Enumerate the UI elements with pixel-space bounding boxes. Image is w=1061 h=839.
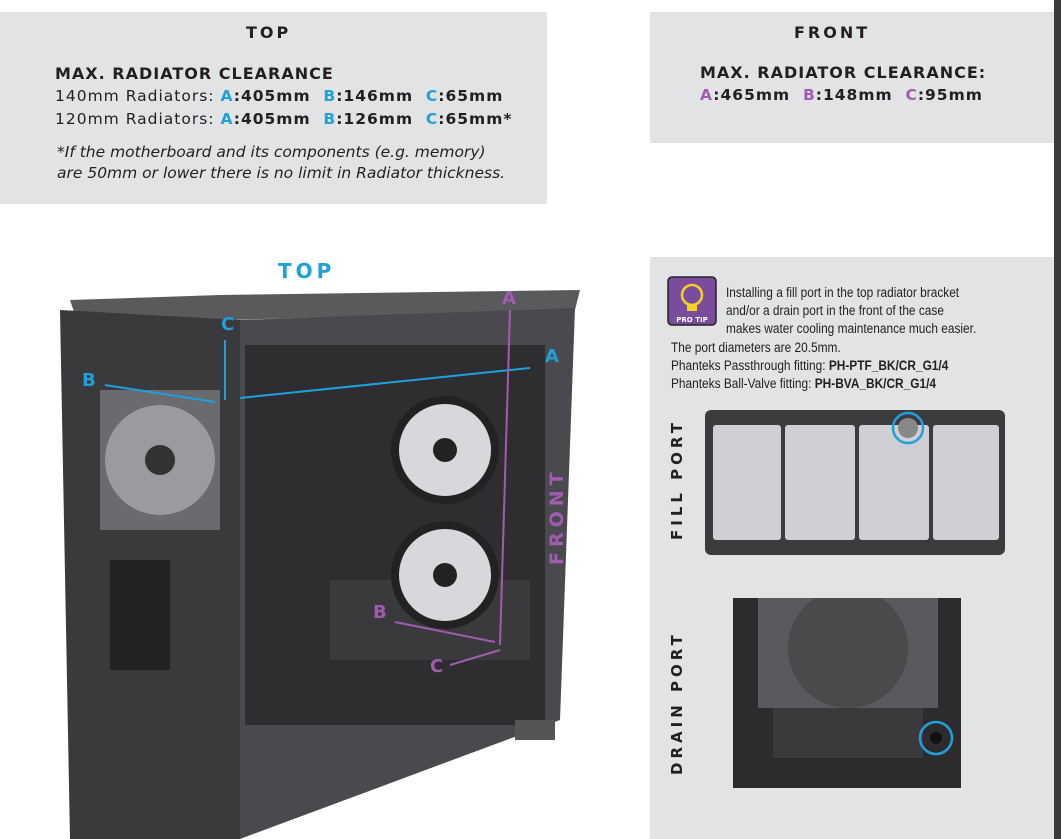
value-b: :148mm bbox=[815, 86, 893, 104]
fitting-part-number: PH-PTF_BK/CR_G1/4 bbox=[828, 358, 949, 373]
fill-port-image bbox=[705, 410, 1005, 555]
top-marker-b: B bbox=[82, 370, 96, 391]
key-b: B bbox=[323, 110, 337, 128]
ballvalve-fitting: Phanteks Ball-Valve fitting: PH-BVA_BK/C… bbox=[671, 375, 936, 394]
drain-port-highlight-circle bbox=[918, 720, 954, 756]
radiator-row-140: 140mm Radiators: A:405mm B:146mm C:65mm bbox=[55, 87, 503, 105]
top-clearance-panel bbox=[0, 12, 547, 204]
tip-line: Installing a fill port in the top radiat… bbox=[726, 285, 960, 300]
key-b: B bbox=[323, 87, 337, 105]
top-direction-label: TOP bbox=[278, 259, 335, 283]
passthrough-fitting: Phanteks Passthrough fitting: PH-PTF_BK/… bbox=[671, 357, 948, 376]
top-heading: TOP bbox=[246, 23, 292, 42]
value-a: :405mm bbox=[233, 110, 311, 128]
fill-port-highlight-circle bbox=[891, 411, 925, 445]
key-c: C bbox=[905, 86, 918, 104]
drain-port-label: DRAIN PORT bbox=[668, 631, 686, 775]
fill-port-label: FILL PORT bbox=[668, 418, 686, 540]
row-label: 140mm Radiators: bbox=[55, 87, 221, 105]
front-direction-label: FRONT bbox=[546, 467, 568, 565]
value-a: :465mm bbox=[713, 86, 791, 104]
tip-line: and/or a drain port in the front of the … bbox=[726, 303, 944, 318]
top-marker-a: A bbox=[545, 346, 559, 367]
key-a: A bbox=[220, 110, 234, 128]
top-marker-c: C bbox=[221, 314, 234, 335]
front-subheading: MAX. RADIATOR CLEARANCE: bbox=[700, 63, 987, 82]
page-edge bbox=[1054, 0, 1061, 839]
value-c: :95mm bbox=[917, 86, 983, 104]
case-diagram: TOP A B C A B C FRONT bbox=[60, 259, 580, 839]
key-b: B bbox=[802, 86, 816, 104]
front-clearance-panel bbox=[650, 12, 1054, 143]
key-c: C bbox=[425, 110, 439, 128]
key-a: A bbox=[700, 86, 714, 104]
value-c: :65mm* bbox=[438, 110, 513, 128]
case-illustration bbox=[60, 290, 580, 839]
footnote: *If the motherboard and its components (… bbox=[57, 142, 505, 184]
footnote-line: are 50mm or lower there is no limit in R… bbox=[57, 164, 506, 182]
top-subheading: MAX. RADIATOR CLEARANCE bbox=[55, 64, 334, 83]
front-heading: FRONT bbox=[794, 23, 871, 42]
footnote-line: *If the motherboard and its components (… bbox=[57, 143, 486, 161]
fitting-label: Phanteks Ball-Valve fitting: bbox=[671, 376, 815, 391]
drain-port-image bbox=[733, 598, 961, 788]
pro-tip-label: PRO TIP bbox=[676, 316, 707, 324]
value-b: :126mm bbox=[336, 110, 414, 128]
fill-port-fitting bbox=[898, 418, 918, 438]
front-dimension-arrows bbox=[394, 309, 511, 666]
front-values: A:465mm B:148mm C:95mm bbox=[700, 86, 983, 104]
value-a: :405mm bbox=[233, 87, 311, 105]
tip-line: The port diameters are 20.5mm. bbox=[671, 340, 841, 355]
fitting-part-number: PH-BVA_BK/CR_G1/4 bbox=[814, 376, 937, 391]
value-c: :65mm bbox=[438, 87, 504, 105]
tip-line: makes water cooling maintenance much eas… bbox=[726, 321, 977, 336]
front-marker-b: B bbox=[373, 602, 387, 623]
front-marker-c: C bbox=[430, 656, 443, 677]
front-marker-a: A bbox=[502, 288, 516, 309]
key-c: C bbox=[425, 87, 439, 105]
radiator-row-120: 120mm Radiators: A:405mm B:126mm C:65mm* bbox=[55, 110, 512, 128]
fitting-label: Phanteks Passthrough fitting: bbox=[671, 358, 829, 373]
value-b: :146mm bbox=[336, 87, 414, 105]
drain-port-fitting bbox=[930, 732, 942, 744]
key-a: A bbox=[220, 87, 234, 105]
top-dimension-arrows bbox=[104, 340, 531, 403]
row-label: 120mm Radiators: bbox=[55, 110, 221, 128]
pro-tip-badge: PRO TIP bbox=[667, 276, 717, 326]
